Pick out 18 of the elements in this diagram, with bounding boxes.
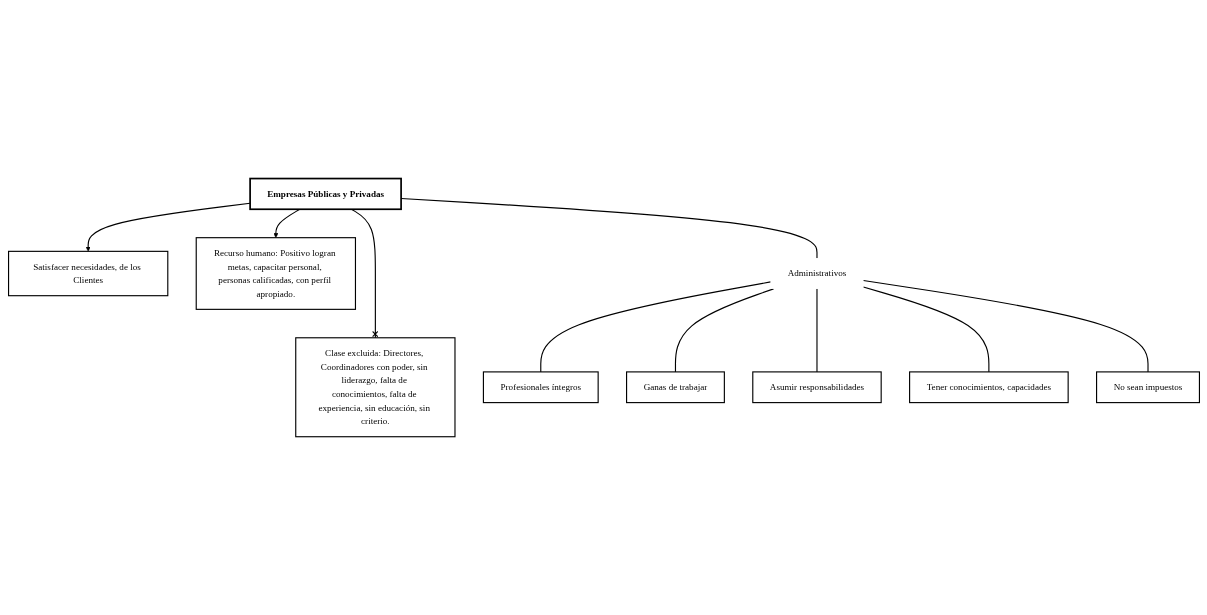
node-box: No sean impuestos bbox=[1095, 371, 1200, 404]
connector bbox=[350, 208, 378, 339]
node-box: Asumir responsabilidades bbox=[751, 371, 882, 404]
node-box: Ganas de trabajar bbox=[625, 371, 725, 404]
connector bbox=[539, 281, 771, 373]
connector bbox=[862, 279, 1149, 373]
node-box: Satisfacer necesidades, de los Clientes bbox=[7, 250, 168, 297]
connector bbox=[674, 288, 774, 373]
node-text: Administrativos bbox=[787, 268, 846, 278]
node-box: Tener conocimientos, capacidades bbox=[908, 371, 1069, 404]
arrow bbox=[272, 208, 300, 238]
node-box: Recurso humano: Positivo logran metas, capacitar personal, personas calificadas, con perfil apropiado. bbox=[195, 237, 356, 310]
connector bbox=[400, 197, 818, 259]
node-box: Profesionales íntegros bbox=[482, 371, 599, 404]
node-box: Clase excluida: Directores, Coordinadores con poder, sin liderazgo, falta de conocimientos, falta de experiencia, sin educación, sin criterio. bbox=[294, 337, 456, 438]
connector bbox=[815, 288, 818, 373]
node-box: Empresas Públicas y Privadas bbox=[248, 177, 402, 210]
connector bbox=[862, 286, 989, 373]
